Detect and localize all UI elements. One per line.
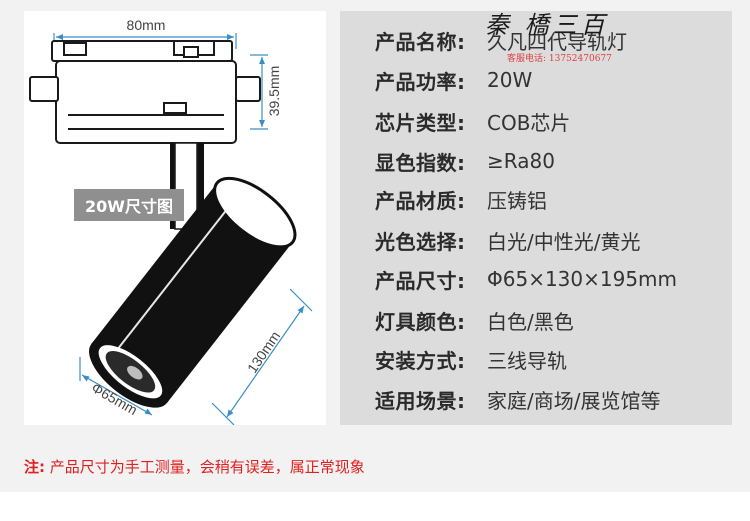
page-frame: 80mm 39.5mm	[0, 0, 750, 492]
shop-watermark: 秦 橋三百 客服电话: 13752470677	[485, 5, 635, 75]
note-prefix: 注:	[24, 458, 45, 476]
watermark-phone: 客服电话: 13752470677	[507, 54, 612, 64]
spec-value: 20W	[487, 68, 533, 92]
spec-row-installation: 安装方式: 三线导轨	[375, 344, 567, 374]
measurement-note: 注: 产品尺寸为手工测量，会稍有误差，属正常现象	[24, 456, 365, 477]
spec-row-light-color: 光色选择: 白光/中性光/黄光	[375, 225, 640, 255]
spec-label: 产品尺寸:	[375, 268, 466, 293]
spec-row-power: 产品功率: 20W	[375, 65, 532, 95]
spec-value: 久凡四代导轨灯	[487, 29, 627, 54]
spec-panel: 产品名称: 久凡四代导轨灯 产品功率: 20W 芯片类型: COB芯片 显色指数…	[340, 11, 732, 425]
spec-value: 白色/黑色	[487, 309, 574, 334]
track-light-drawing: 80mm 39.5mm	[29, 17, 313, 426]
spec-row-material: 产品材质: 压铸铝	[375, 184, 547, 214]
spec-value: 白光/中性光/黄光	[487, 229, 641, 254]
spec-row-cri: 显色指数: ≥Ra80	[375, 146, 555, 176]
spec-label: 灯具颜色:	[375, 309, 466, 334]
spec-label: 产品功率:	[375, 69, 466, 94]
dimension-diagram-panel: 80mm 39.5mm	[24, 11, 326, 426]
spec-row-name: 产品名称: 久凡四代导轨灯	[375, 25, 627, 55]
spec-value: ≥Ra80	[487, 149, 555, 173]
spec-value: 三线导轨	[487, 348, 567, 373]
spec-row-size: 产品尺寸: Φ65×130×195mm	[375, 264, 677, 294]
lamp-body	[89, 176, 297, 408]
spec-value: COB芯片	[487, 110, 571, 135]
spec-label: 产品名称:	[375, 29, 466, 54]
track-adapter	[29, 40, 261, 144]
spec-row-body-color: 灯具颜色: 白色/黑色	[375, 305, 574, 335]
spec-value: 压铸铝	[487, 188, 547, 213]
spec-label: 光色选择:	[375, 229, 466, 254]
spec-label: 适用场景:	[375, 388, 466, 413]
width-label: 80mm	[127, 17, 166, 33]
height-dimension: 39.5mm	[250, 54, 282, 130]
size-chart-badge: 20W尺寸图	[74, 189, 184, 221]
width-dimension: 80mm	[53, 17, 237, 49]
spec-label: 产品材质:	[375, 188, 466, 213]
length-label: 130mm	[244, 328, 283, 376]
spec-value: 家庭/商场/展览馆等	[487, 388, 661, 413]
spec-value: Φ65×130×195mm	[487, 267, 678, 291]
spec-label: 芯片类型:	[375, 110, 466, 135]
spec-row-chip: 芯片类型: COB芯片	[375, 106, 570, 136]
spec-row-application: 适用场景: 家庭/商场/展览馆等	[375, 384, 660, 414]
spec-label: 安装方式:	[375, 348, 466, 373]
watermark-title: 秦 橋三百	[485, 11, 609, 39]
spec-label: 显色指数:	[375, 150, 466, 175]
height-label: 39.5mm	[266, 66, 282, 117]
note-text: 产品尺寸为手工测量，会稍有误差，属正常现象	[45, 458, 365, 476]
